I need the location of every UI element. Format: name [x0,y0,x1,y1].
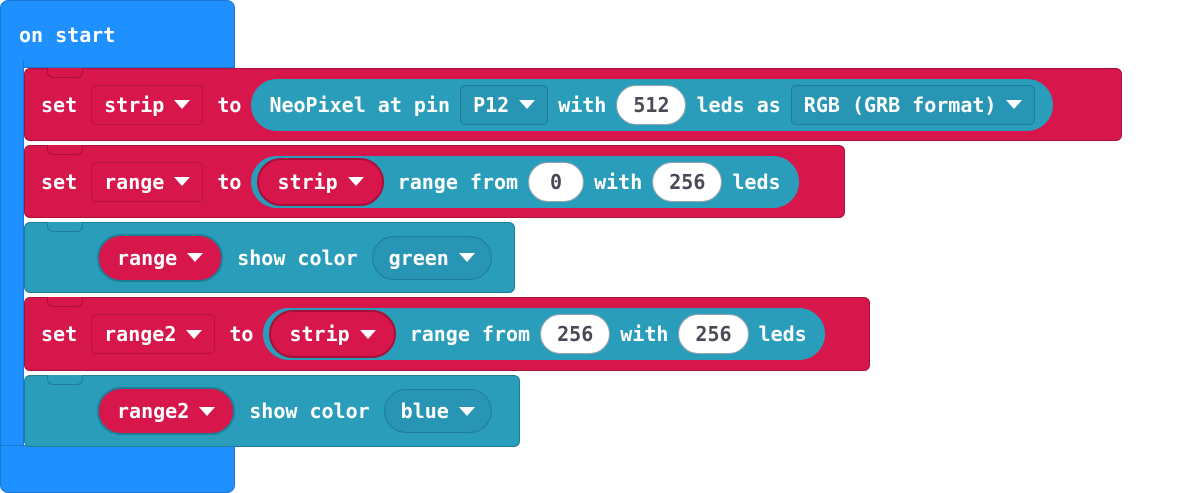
variable-reporter-strip[interactable]: strip [269,310,396,358]
range-length-input[interactable]: 256 [652,161,723,202]
variable-reporter-label: strip [289,322,350,346]
pin-dropdown[interactable]: P12 [460,84,549,125]
statement-show-color-range2[interactable]: range2 show color blue [24,375,520,447]
variable-reporter-range2[interactable]: range2 [97,387,236,435]
variable-dropdown-range[interactable]: range [91,161,204,202]
range-from-label: range from [397,169,519,194]
chevron-down-icon [1006,100,1023,109]
leds-as-label: leds as [696,92,781,117]
leds-label: leds [758,322,807,346]
chevron-down-icon [458,406,475,416]
statement-set-range2[interactable]: set range2 to strip range from 256 with … [24,297,870,371]
variable-dropdown-label: range2 [104,322,177,346]
to-keyword-label: to [217,169,242,194]
chevron-down-icon [174,100,191,109]
color-dropdown-green[interactable]: green [371,235,492,280]
neopixel-range-reporter[interactable]: strip range from 256 with 256 leds [263,308,825,360]
on-start-block-spine [0,60,24,450]
statement-show-color-range[interactable]: range show color green [24,222,515,293]
set-keyword-label: set [41,169,78,194]
chevron-down-icon [359,329,376,339]
statement-set-strip[interactable]: set strip to NeoPixel at pin P12 with 51… [24,68,1122,141]
chevron-down-icon [174,177,191,186]
chevron-down-icon [347,177,364,186]
color-dropdown-blue[interactable]: blue [383,389,492,433]
block-notch [47,297,83,307]
statement-set-range[interactable]: set range to strip range from 0 with 256… [24,145,845,218]
variable-dropdown-label: range [104,169,165,194]
pin-dropdown-label: P12 [473,92,510,117]
block-notch [47,145,83,155]
neopixel-range-reporter[interactable]: strip range from 0 with 256 leds [251,155,799,208]
variable-reporter-label: range2 [117,399,190,423]
show-color-label: show color [249,399,370,423]
with-keyword-label: with [558,92,607,117]
leds-label: leds [732,169,781,194]
with-keyword-label: with [594,169,643,194]
show-color-label: show color [237,245,358,270]
variable-reporter-range[interactable]: range [97,233,224,282]
range-length-input[interactable]: 256 [678,314,749,354]
neopixel-create-reporter[interactable]: NeoPixel at pin P12 with 512 leds as RGB… [251,78,1054,131]
to-keyword-label: to [229,322,254,346]
neopixel-at-pin-label: NeoPixel at pin [269,92,451,117]
on-start-label: on start [19,23,116,47]
color-mode-dropdown-label: RGB (GRB format) [803,92,997,117]
variable-reporter-strip[interactable]: strip [257,157,384,206]
range-start-input[interactable]: 0 [528,161,585,202]
color-mode-dropdown[interactable]: RGB (GRB format) [790,84,1036,125]
color-dropdown-label: green [388,245,449,270]
chevron-down-icon [199,406,216,416]
chevron-down-icon [186,329,203,339]
block-notch [47,68,83,78]
variable-dropdown-label: strip [104,92,165,117]
range-from-label: range from [409,322,531,346]
leds-count-input[interactable]: 512 [616,84,687,125]
on-start-block-footer[interactable] [0,445,235,493]
variable-reporter-label: strip [277,169,338,194]
color-dropdown-label: blue [400,399,449,423]
set-keyword-label: set [41,322,78,346]
variable-dropdown-range2[interactable]: range2 [91,314,216,354]
on-start-block-header[interactable]: on start [0,0,235,68]
chevron-down-icon [519,100,536,109]
block-notch [47,222,83,232]
chevron-down-icon [187,253,204,262]
variable-dropdown-strip[interactable]: strip [91,84,204,125]
set-keyword-label: set [41,92,78,117]
to-keyword-label: to [217,92,242,117]
with-keyword-label: with [620,322,669,346]
variable-reporter-label: range [117,245,178,270]
chevron-down-icon [458,253,475,262]
range-start-input[interactable]: 256 [540,314,611,354]
block-notch [47,375,83,385]
